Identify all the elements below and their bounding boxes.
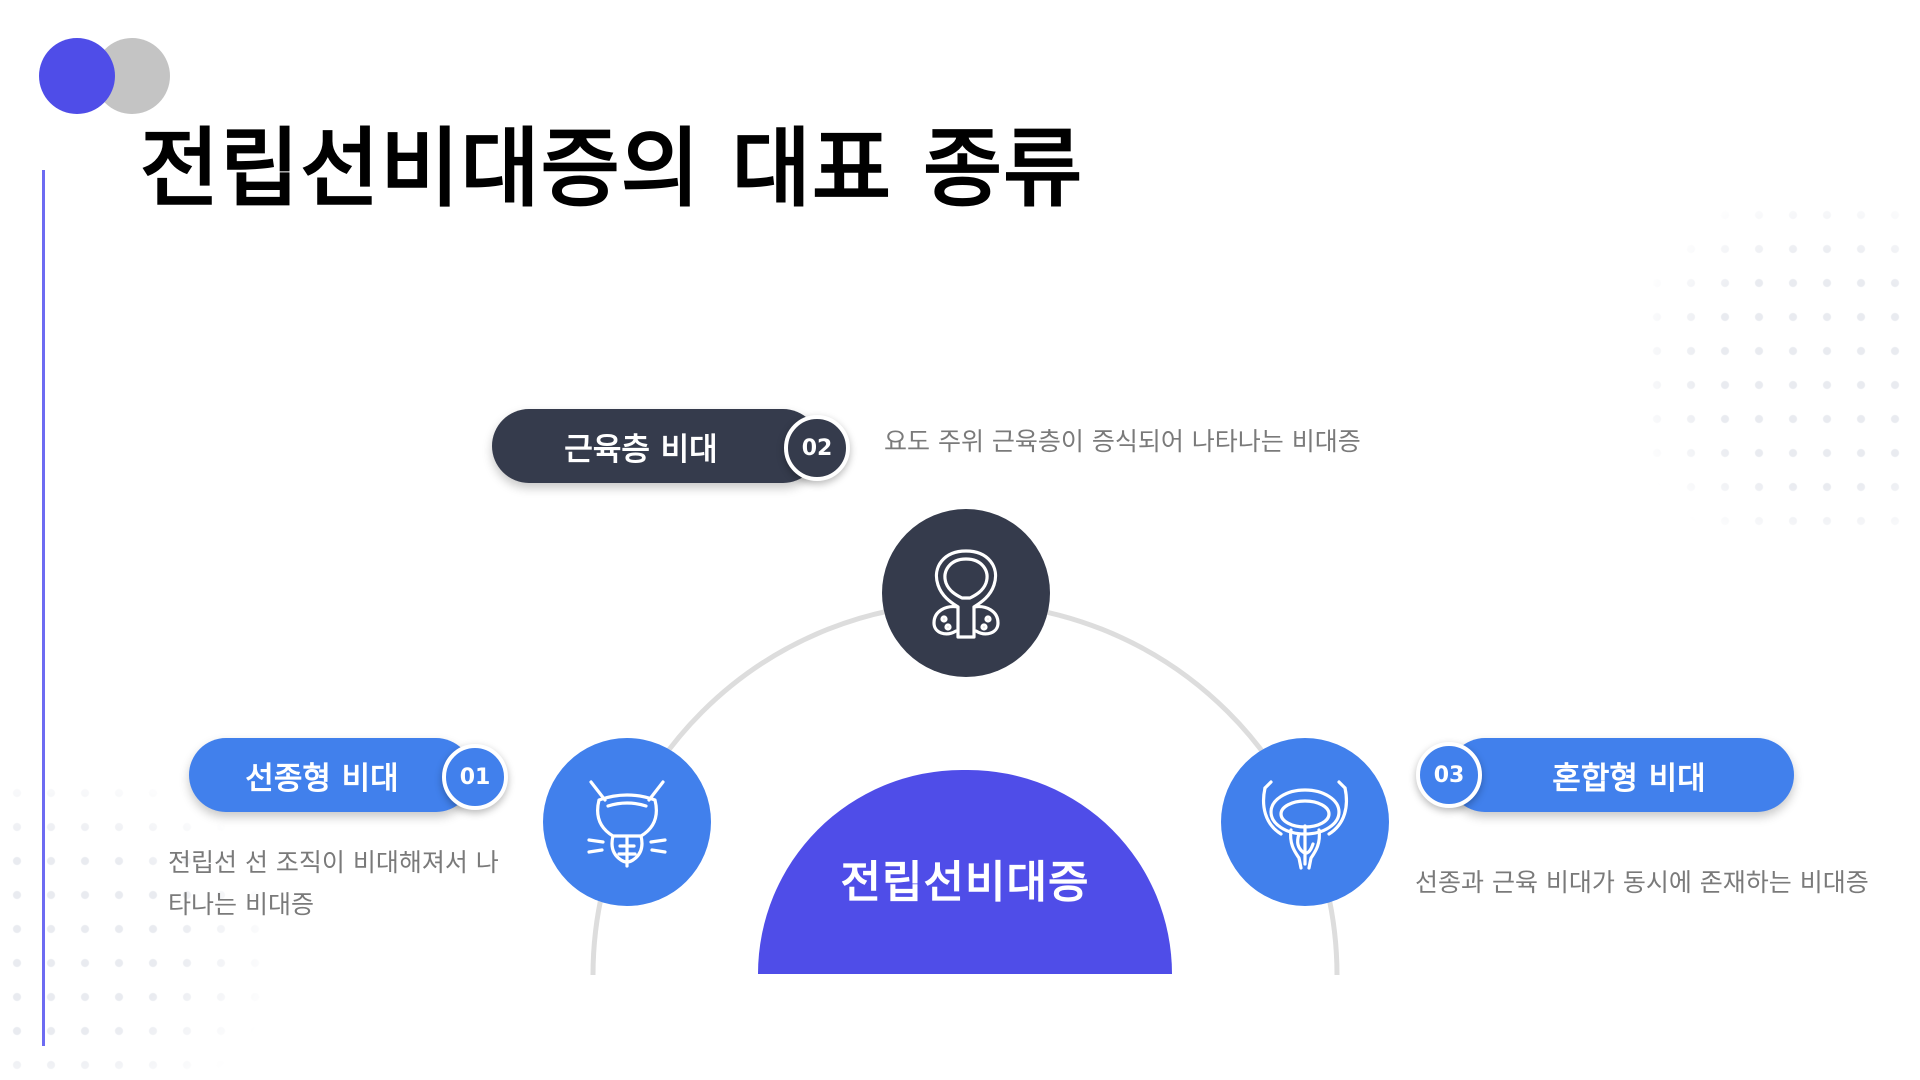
type-02-icon-circle [882, 509, 1050, 677]
side-accent-line [42, 170, 45, 1046]
type-02-pill: 근육층 비대 [492, 409, 820, 483]
type-01-description: 전립선 선 조직이 비대해져서 나타나는 비대증 [168, 848, 499, 919]
type-01-pill: 선종형 비대 [189, 738, 473, 812]
type-02-description: 요도 주위 근육층이 증식되어 나타나는 비대증 [884, 427, 1361, 456]
type-02-label: 근육층 비대 [564, 431, 718, 468]
type-03-icon-circle [1221, 738, 1389, 906]
type-01-number-badge: 01 [442, 744, 508, 810]
type-03-pill: 혼합형 비대 [1448, 738, 1794, 812]
prostate-gland-icon [587, 780, 667, 868]
bladder-prostate-icon [932, 549, 1000, 639]
type-01-label: 선종형 비대 [245, 760, 399, 797]
type-03-number-badge: 03 [1416, 742, 1482, 808]
dot-pattern-right [1640, 198, 1920, 550]
type-03-label: 혼합형 비대 [1552, 760, 1706, 797]
type-01-icon-circle [543, 738, 711, 906]
pelvic-bladder-icon [1261, 780, 1349, 870]
logo-circle-blue [39, 38, 115, 114]
type-03-description: 선종과 근육 비대가 동시에 존재하는 비대증 [1415, 868, 1869, 897]
center-label: 전립선비대증 [840, 857, 1090, 908]
slide-title: 전립선비대증의 대표 종류 [140, 119, 1084, 219]
type-02-number-badge: 02 [784, 415, 850, 481]
